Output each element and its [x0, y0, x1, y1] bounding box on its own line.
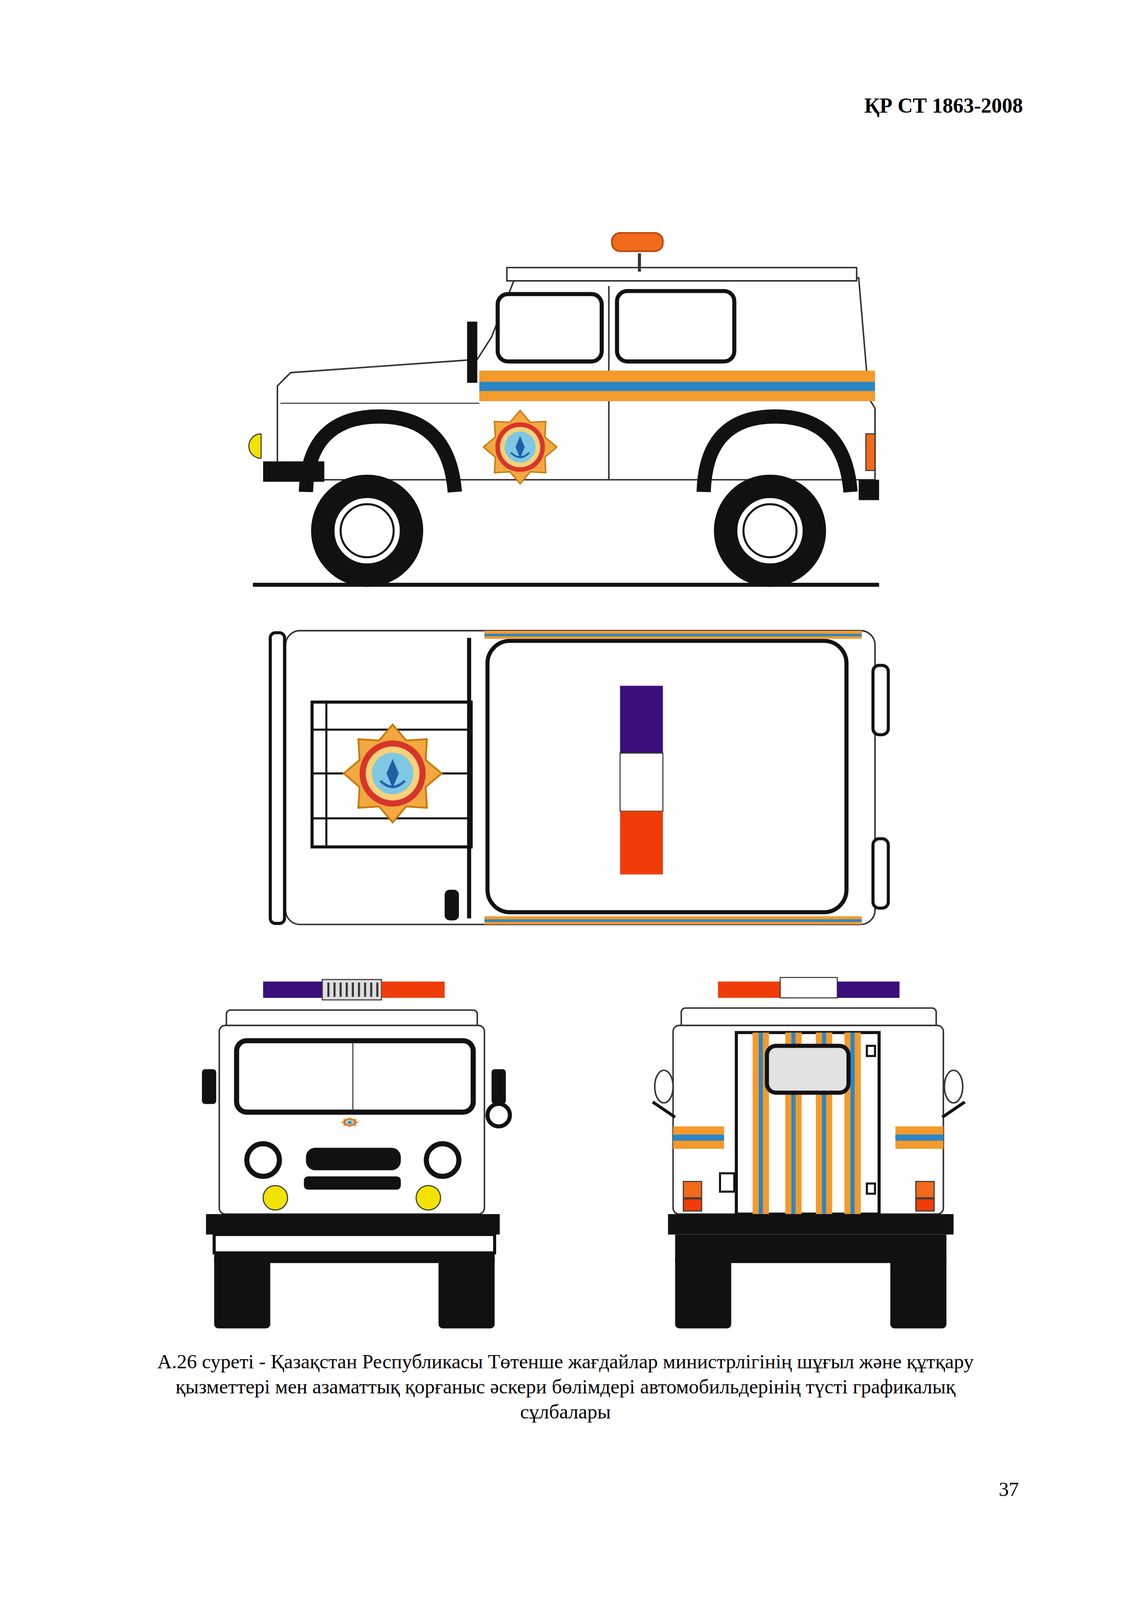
side-view [249, 233, 880, 587]
page-number: 37 [998, 1477, 1019, 1501]
rear-view [652, 977, 965, 1329]
figure-caption: А.26 суреті - Қазақстан Республикасы Төт… [155, 1348, 976, 1425]
top-view [270, 630, 889, 925]
front-view [202, 979, 510, 1329]
standard-number: ҚР СТ 1863-2008 [864, 93, 1023, 118]
